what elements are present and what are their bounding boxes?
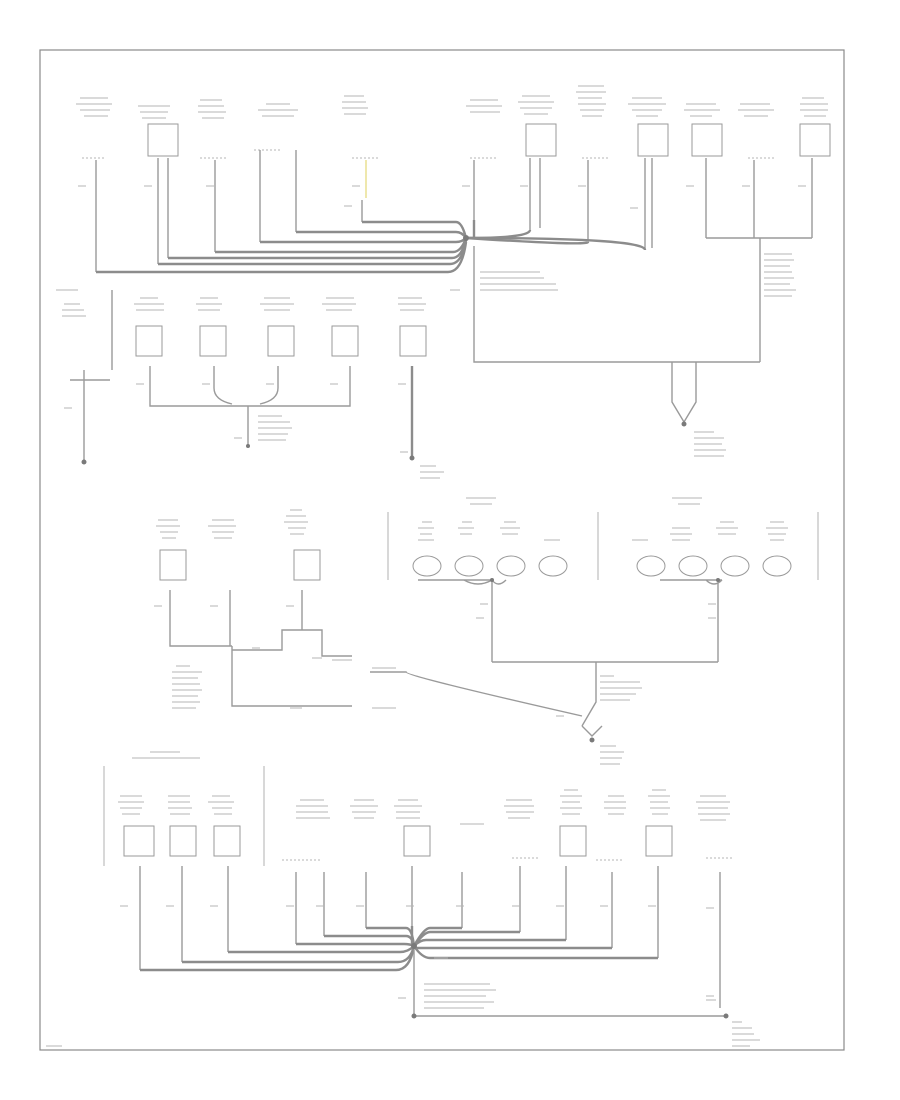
component-box	[169, 825, 197, 857]
switch-wire-labels	[154, 605, 396, 709]
bulb-icon	[412, 555, 442, 577]
bottom-connector-stubs	[282, 857, 732, 861]
middle-component-labels	[56, 289, 426, 317]
component-box	[559, 825, 587, 857]
ground-point	[411, 1013, 417, 1019]
component-box	[213, 825, 241, 857]
tail-lamp-section	[387, 497, 819, 765]
top-component-labels	[76, 85, 828, 119]
component-box	[267, 325, 295, 357]
component-box	[331, 325, 359, 357]
component-box	[645, 825, 673, 857]
bottom-splice-point	[411, 943, 417, 949]
switch-wires	[169, 590, 583, 717]
component-box	[199, 325, 227, 357]
splice-y-connector	[671, 362, 697, 424]
component-box	[399, 325, 427, 357]
ground-point	[81, 459, 87, 465]
splice-point	[490, 578, 494, 582]
splice-point	[716, 578, 720, 582]
bulb-icon	[538, 555, 568, 577]
bulb-icon	[636, 555, 666, 577]
bulb-icon	[678, 555, 708, 577]
right-ground-run	[473, 237, 812, 363]
left-ground-wire	[70, 290, 113, 462]
switch-labels	[156, 509, 308, 539]
ground-point	[681, 421, 687, 427]
top-section	[76, 85, 831, 457]
middle-upper-section	[56, 289, 444, 479]
bottom-wire-drops	[139, 866, 721, 1008]
component-box	[799, 123, 831, 157]
component-box	[159, 549, 187, 581]
bottom-wire-labels	[120, 905, 760, 1047]
top-wire-drops	[95, 150, 813, 272]
top-splice-point	[463, 235, 469, 241]
bottom-section	[103, 751, 760, 1047]
bottom-ground-run	[413, 950, 726, 1017]
ground-point	[723, 1013, 729, 1019]
ground-point	[246, 444, 250, 448]
middle-wire-labels	[64, 383, 444, 479]
lamp-row-right	[636, 555, 792, 577]
connector-stubs	[82, 149, 774, 159]
bottom-bus	[140, 926, 658, 972]
bulb-icon	[720, 555, 750, 577]
ground-point	[409, 455, 415, 461]
ground-point	[589, 737, 595, 743]
bulb-icon	[454, 555, 484, 577]
top-wire-labels	[78, 185, 806, 457]
middle-group-wires	[149, 366, 351, 446]
middle-lower-section	[154, 509, 583, 717]
diagram-frame	[39, 49, 845, 1051]
component-box	[123, 825, 155, 857]
component-box	[637, 123, 669, 157]
bottom-component-labels	[118, 751, 730, 825]
lamp-row-left	[412, 555, 568, 577]
bulb-icon	[496, 555, 526, 577]
lamp-wire-labels	[476, 603, 716, 765]
component-box	[525, 123, 557, 157]
component-box	[135, 325, 163, 357]
component-box	[403, 825, 431, 857]
bulb-icon	[762, 555, 792, 577]
component-box	[147, 123, 179, 157]
component-box	[293, 549, 321, 581]
lamp-labels	[418, 497, 788, 541]
top-bus	[96, 220, 647, 274]
component-box	[691, 123, 723, 157]
